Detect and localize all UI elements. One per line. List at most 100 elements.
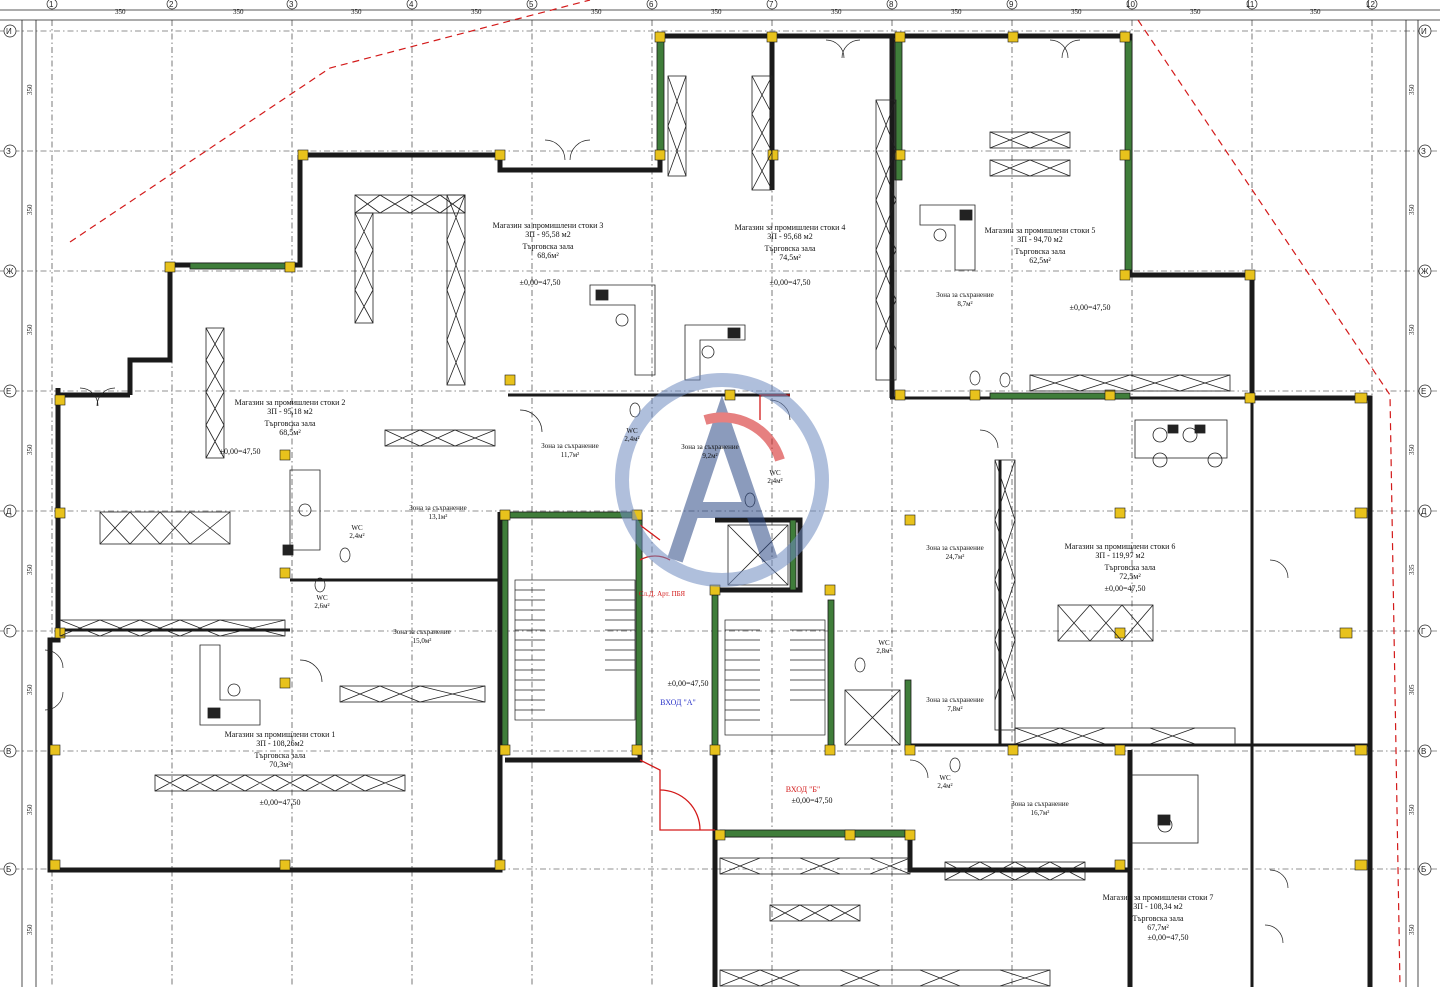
left-dim-8: 350 [26, 924, 34, 935]
wc-5-label: WC [878, 639, 890, 647]
shop1-level: ±0,00=47,50 [260, 798, 301, 807]
shop5-level: ±0,00=47,50 [1070, 303, 1111, 312]
shop2-hall-area: 68,5м² [279, 428, 301, 437]
dim-11: 350 [1310, 8, 1321, 16]
storage-d-area: 15,0м² [413, 637, 432, 645]
storage-e-label: Зона за съхранение [936, 291, 994, 299]
dim-3: 350 [351, 8, 362, 16]
dim-6: 350 [711, 8, 722, 16]
rack-8 [875, 99, 897, 381]
shop2-title: Магазин за промишлени стоки 2 [235, 398, 346, 407]
rack-22 [667, 75, 687, 177]
axis-num-8: 8 [889, 0, 894, 9]
axis-num-6: 6 [649, 0, 654, 9]
dim-2: 350 [233, 8, 244, 16]
storage-c-label: Зона за съхранение [409, 504, 467, 512]
shop7-hall: Търговска зала [1132, 914, 1183, 923]
left-dim-5: 350 [26, 564, 34, 575]
axis-letter-l5: Д [6, 507, 12, 516]
wc-3-label: WC [316, 594, 328, 602]
left-dim-3: 350 [26, 324, 34, 335]
axis-letter-l2: З [6, 147, 11, 156]
axis-letter-l6: Г [6, 627, 11, 636]
rack-9 [1057, 604, 1154, 642]
right-dim-1: 350 [1408, 84, 1416, 95]
staircase [514, 579, 826, 736]
right-dim-3: 350 [1408, 324, 1416, 335]
shop7-hall-area: 67,7м² [1147, 923, 1169, 932]
shelving-units [59, 75, 1236, 987]
entrance-a-label: ВХОД "А" [660, 698, 696, 707]
wc-4-label: WC [769, 469, 781, 477]
columns [49, 31, 1368, 871]
axis-letter-r7: В [1421, 747, 1426, 756]
shop2-level: ±0,00=47,50 [220, 447, 261, 456]
rack-10 [769, 904, 861, 922]
dim-1: 350 [115, 8, 126, 16]
rack-19 [994, 459, 1016, 731]
rack-16 [1029, 374, 1231, 392]
storage-h-area: 16,7м² [1031, 809, 1050, 817]
side-dimensions: 350 350 350 350 350 350 350 350 350 350 … [26, 84, 1416, 935]
rack-5 [354, 212, 374, 324]
rack-7 [751, 75, 773, 191]
axis-bubbles-sides: И З Ж Е Д Г В Б И З Ж Е Д Г В Б [3, 24, 1432, 876]
desk-4 [919, 204, 976, 271]
shop5-hall: Търговска зала [1014, 247, 1065, 256]
entrance-b-level: ±0,00=47,50 [792, 796, 833, 805]
shop7-level: ±0,00=47,50 [1148, 933, 1189, 942]
rack-17 [1014, 727, 1236, 745]
shop6-area: ЗП - 119,97 м2 [1095, 551, 1144, 560]
rack-20 [384, 429, 496, 447]
dim-9: 350 [1071, 8, 1082, 16]
watermark-logo-icon [615, 373, 829, 587]
shop4-hall-area: 74,5м² [779, 253, 801, 262]
right-dim-6: 305 [1408, 684, 1416, 695]
rack-18 [719, 857, 911, 875]
dim-5: 350 [591, 8, 602, 16]
shop2-area: ЗП - 95,18 м2 [267, 407, 313, 416]
room-labels: Магазин за промишлени стоки 1 ЗП - 108,2… [220, 221, 1214, 942]
shop6-level: ±0,00=47,50 [1105, 584, 1146, 593]
storage-a-area: 11,7м² [561, 451, 580, 459]
axis-letter-r4: Е [1421, 387, 1426, 396]
axis-letter-l4: Е [6, 387, 11, 396]
desk-1 [199, 644, 261, 726]
storage-f-area: 24,7м² [946, 553, 965, 561]
dim-7: 350 [831, 8, 842, 16]
axis-letter-l8: Б [6, 865, 11, 874]
storage-g-area: 7,8м² [947, 705, 962, 713]
desk-2 [589, 284, 656, 376]
desk-5 [282, 469, 321, 556]
left-dim-1: 350 [26, 84, 34, 95]
top-dimensions: 350 350 350 350 350 350 350 350 350 350 … [115, 8, 1321, 16]
shop7-area: ЗП - 108,34 м2 [1133, 902, 1183, 911]
rack-6 [446, 194, 466, 386]
drawing-frame [0, 9, 1440, 987]
axis-letter-r6: Г [1421, 627, 1426, 636]
axis-letter-r5: Д [1421, 507, 1427, 516]
shop1-hall-area: 70,3м² [269, 760, 291, 769]
wc-2-label: WC [351, 524, 363, 532]
axis-num-1: 1 [49, 0, 54, 9]
shop1-title: Магазин за промишлени стоки 1 [225, 730, 336, 739]
rack-24 [1129, 774, 1199, 844]
rack-12 [989, 131, 1071, 149]
shop3-title: Магазин за промишлени стоки 3 [493, 221, 604, 230]
entrance-a-level: ±0,00=47,50 [668, 679, 709, 688]
dim-10: 350 [1190, 8, 1201, 16]
rack-2 [154, 774, 406, 792]
shop5-hall-area: 62,5м² [1029, 256, 1051, 265]
shaft-note: Сл.Д. Арт. ПБЯ [639, 590, 686, 598]
desk-7 [1157, 814, 1173, 833]
right-dim-5: 335 [1408, 564, 1416, 575]
wc-6-area: 2,4м² [937, 782, 952, 790]
wc-3-area: 2,6м² [314, 602, 329, 610]
left-dim-7: 350 [26, 804, 34, 815]
shop4-hall: Търговска зала [764, 244, 815, 253]
axis-num-12: 12 [1366, 0, 1375, 9]
wc-2-area: 2,4м² [349, 532, 364, 540]
site-boundary [69, 0, 1401, 987]
